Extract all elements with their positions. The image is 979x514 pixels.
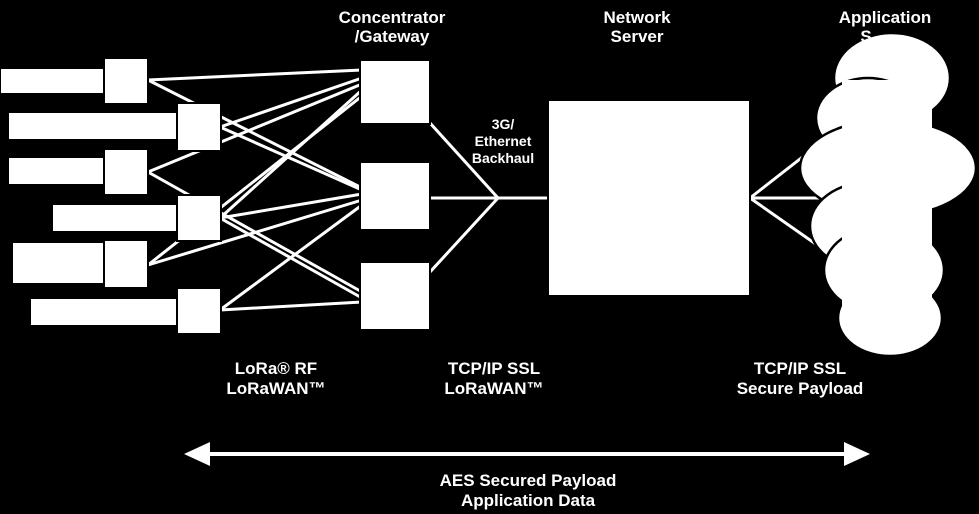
rf-link — [147, 68, 363, 82]
end-device-node — [176, 194, 222, 242]
end-device-label-bar — [0, 67, 109, 95]
gateway-box — [359, 59, 431, 125]
aes-double-arrow — [184, 442, 870, 466]
end-device-node — [176, 102, 222, 152]
network-server-box — [547, 99, 751, 297]
cloud-body — [842, 80, 932, 330]
rf-link — [218, 88, 364, 220]
rf-links — [147, 68, 364, 312]
tcpip-lorawan-label-line2: LoRaWAN™ — [444, 379, 543, 398]
backhaul-links — [428, 121, 548, 274]
concentrator-label-line1: Concentrator — [339, 8, 446, 27]
rf-link — [219, 125, 363, 192]
gateway-box — [359, 161, 431, 231]
rf-link — [219, 76, 363, 129]
aes-label-line1: AES Secured Payload — [440, 471, 617, 490]
end-device-node — [103, 239, 149, 289]
rf-link — [147, 82, 363, 174]
backhaul-label-line2: Ethernet — [475, 133, 532, 149]
end-devices — [0, 57, 222, 335]
secure-payload-label-line1: TCP/IP SSL — [754, 359, 846, 378]
end-device-label-bar — [29, 297, 181, 327]
backhaul-link — [428, 196, 500, 274]
aes-label-line2: Application Data — [461, 491, 596, 510]
application-server-label-line2: S — [860, 27, 871, 46]
gateway-box — [359, 261, 431, 331]
rf-link — [147, 198, 363, 267]
end-device-node — [103, 57, 149, 105]
end-device-node — [176, 287, 222, 335]
end-device-label-bar — [7, 111, 181, 141]
end-device-label-bar — [11, 241, 109, 285]
lora-rf-label-line2: LoRaWAN™ — [226, 379, 325, 398]
tcpip-lorawan-label-line1: TCP/IP SSL — [448, 359, 540, 378]
rf-link — [219, 203, 363, 312]
end-device-label-bar — [7, 156, 109, 186]
arrow-left-icon — [184, 442, 210, 466]
backhaul-label-line1: 3G/ — [492, 116, 515, 132]
application-server-cloud — [798, 31, 978, 358]
end-device-node — [103, 148, 149, 196]
rf-link — [147, 78, 363, 190]
end-device-label-bar — [51, 203, 181, 233]
lora-rf-label-line1: LoRa® RF — [235, 359, 317, 378]
backhaul-label-line3: Backhaul — [472, 150, 534, 166]
arrow-right-icon — [844, 442, 870, 466]
concentrator-label-line2: /Gateway — [355, 27, 430, 46]
network-server-label-line1: Network — [603, 8, 671, 27]
network-server-label-line2: Server — [611, 27, 664, 46]
secure-payload-label-line2: Secure Payload — [737, 379, 864, 398]
diagram-labels: Concentrator /Gateway Network Server App… — [226, 8, 931, 510]
rf-link — [219, 300, 363, 312]
rf-link — [219, 192, 363, 220]
application-server-label-line1: Application — [839, 8, 932, 27]
gateways — [359, 59, 431, 331]
